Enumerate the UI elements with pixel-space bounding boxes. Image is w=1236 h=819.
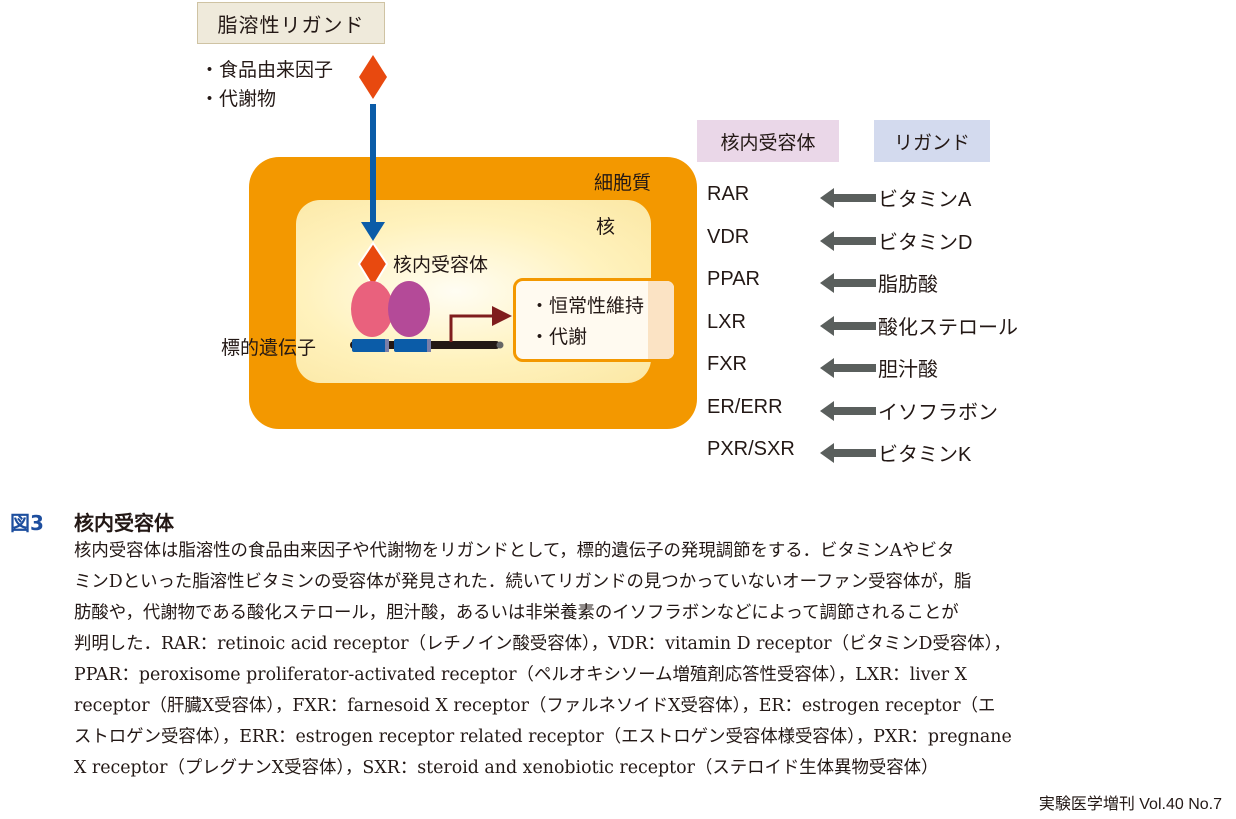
receptor-label: 核内受容体: [393, 254, 489, 276]
ligand-name: 酸化ステロール: [878, 316, 1018, 339]
receptor-name: VDR: [707, 225, 750, 248]
ligand-name: 脂肪酸: [878, 274, 938, 296]
receptor-name: LXR: [707, 310, 746, 333]
table-row: VDR ビタミンD: [707, 226, 1047, 256]
left-arrow-icon: [820, 315, 876, 336]
receptor-column-header: 核内受容体: [697, 120, 839, 162]
lipophilic-ligand-box: 脂溶性リガンド: [197, 2, 385, 44]
table-row: ER/ERR イソフラボン: [707, 396, 1047, 426]
target-gene-label: 標的遺伝子: [221, 337, 317, 359]
table-row: PXR/SXR ビタミンK: [707, 438, 1047, 468]
ligand-diamond-icon: [359, 55, 387, 99]
transcription-arrow: [449, 314, 494, 342]
ligand-name: ビタミンD: [878, 231, 973, 254]
effect-item: ・代謝: [530, 326, 588, 348]
caption-line: ストロゲン受容体），ERR：estrogen receptor related …: [74, 727, 1012, 747]
transcription-arrow-head: [492, 306, 512, 326]
nucleus-label: 核: [596, 216, 616, 238]
left-arrow-icon: [820, 358, 876, 378]
ligand-name: 胆汁酸: [878, 359, 938, 381]
table-row: RAR ビタミンA: [707, 183, 1047, 213]
receptor-subunit-purple: [388, 281, 430, 337]
left-arrow-icon: [820, 443, 876, 463]
caption-line: PPAR：peroxisome proliferator-activated r…: [74, 665, 968, 685]
ligand-source-item: ・食品由来因子: [200, 59, 334, 81]
ligand-name: イソフラボン: [878, 401, 998, 424]
caption-line: ミンDといった脂溶性ビタミンの受容体が発見された．続いてリガンドの見つかっていな…: [74, 572, 972, 592]
journal-footer: 実験医学増刊 Vol.40 No.7: [1038, 796, 1222, 813]
figure-caption: 核内受容体は脂溶性の食品由来因子や代謝物をリガンドとして，標的遺伝子の発現調節を…: [74, 536, 1234, 784]
ligand-name: ビタミンK: [878, 444, 972, 466]
receptor-name: RAR: [707, 183, 750, 205]
caption-line: 肪酸や，代謝物である酸化ステロール，胆汁酸，あるいは非栄養素のイソフラボンなどに…: [74, 603, 959, 623]
figure-label: 図3: [10, 511, 44, 535]
left-arrow-icon: [820, 188, 876, 208]
caption-line: 判明した．RAR：retinoic acid receptor（レチノイン酸受容…: [74, 634, 1011, 654]
bound-ligand-diamond-icon: [357, 241, 389, 289]
table-row: LXR 酸化ステロール: [707, 311, 1047, 341]
ligand-source-item: ・代謝物: [200, 88, 277, 110]
left-arrow-icon: [820, 400, 876, 421]
ligand-name: ビタミンA: [878, 189, 972, 211]
effect-item: ・恒常性維持: [530, 295, 645, 317]
cytoplasm-label: 細胞質: [594, 172, 652, 194]
receptor-name: PXR/SXR: [707, 438, 795, 460]
figure-title: 核内受容体: [74, 511, 174, 535]
caption-line: receptor（肝臓X受容体），FXR：farnesoid X recepto…: [74, 696, 996, 716]
response-element-1: [352, 339, 388, 352]
caption-line: X receptor（プレグナンX受容体），SXR：steroid and xe…: [74, 758, 939, 778]
caption-line: 核内受容体は脂溶性の食品由来因子や代謝物をリガンドとして，標的遺伝子の発現調節を…: [74, 541, 955, 561]
left-arrow-icon: [820, 273, 876, 293]
transport-arrow-head: [361, 222, 385, 241]
ligand-source-list: ・食品由来因子 ・代謝物: [200, 56, 333, 114]
pathway-graphic: [350, 55, 512, 352]
receptor-subunit-pink: [351, 281, 393, 337]
ligand-column-header: リガンド: [874, 120, 990, 162]
table-row: FXR 胆汁酸: [707, 353, 1047, 383]
effects-box: ・恒常性維持 ・代謝: [513, 278, 677, 362]
response-element-2: [394, 339, 430, 352]
table-row: PPAR 脂肪酸: [707, 268, 1047, 298]
receptor-name: PPAR: [707, 268, 760, 290]
left-arrow-icon: [820, 230, 876, 251]
receptor-name: ER/ERR: [707, 395, 783, 418]
receptor-name: FXR: [707, 353, 747, 375]
transport-arrow-shaft: [370, 104, 376, 224]
